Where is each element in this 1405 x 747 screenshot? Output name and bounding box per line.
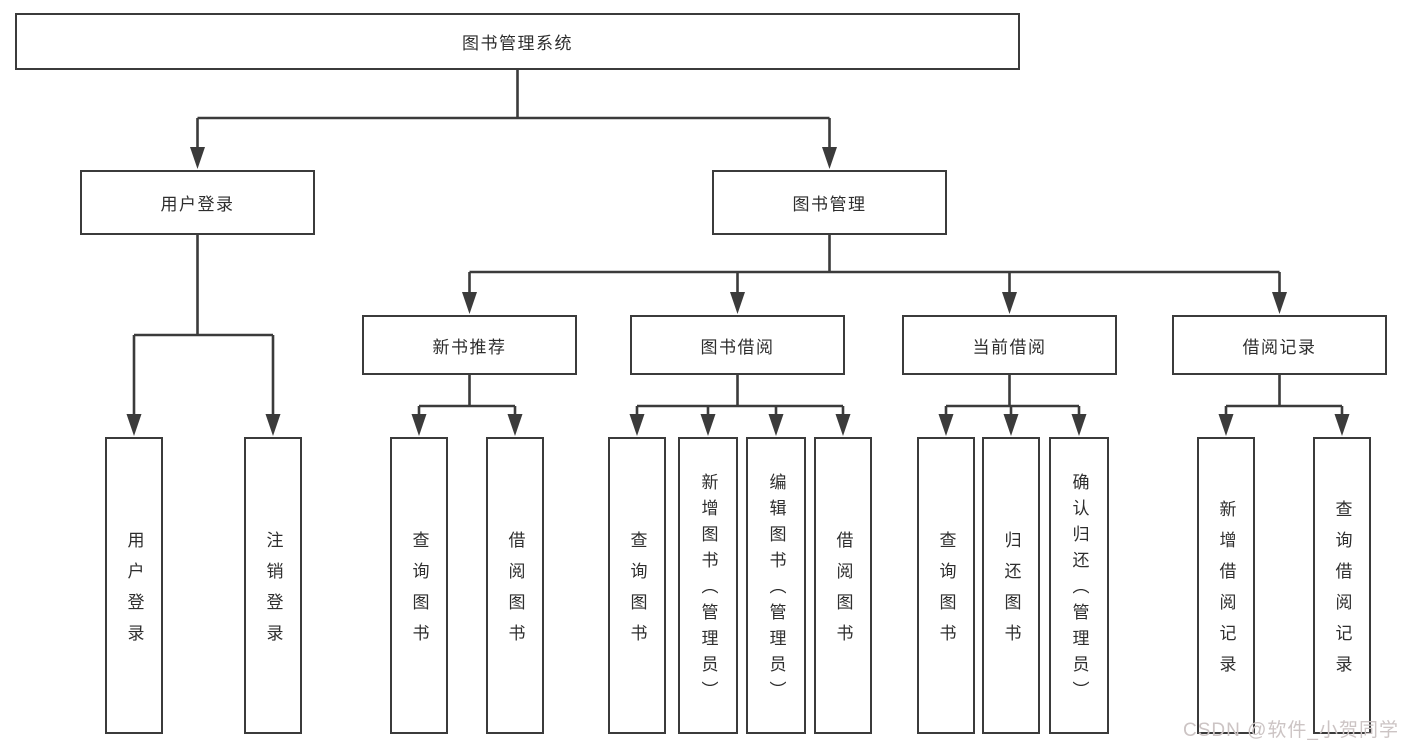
leaf-query-books-borrow: 查询图书 xyxy=(608,437,666,734)
leaf-query-books-newbook: 查询图书 xyxy=(390,437,448,734)
node-current-borrowing-label: 当前借阅 xyxy=(972,337,1047,357)
leaf-user-login: 用户登录 xyxy=(105,437,163,734)
connector-new-book-branch xyxy=(411,375,523,436)
leaf-edit-book-admin: 编辑图书（管理员） xyxy=(746,437,806,734)
node-book-borrowing: 图书借阅 xyxy=(630,315,845,375)
node-user-login: 用户登录 xyxy=(80,170,315,235)
csdn-watermark: CSDN @软件_小贺同学 xyxy=(1183,720,1399,741)
node-current-borrowing: 当前借阅 xyxy=(902,315,1117,375)
leaf-borrow-books-borrow: 借阅图书 xyxy=(814,437,872,734)
connector-book-management-branch xyxy=(462,235,1287,314)
connector-current-borrow-branch xyxy=(938,375,1087,436)
node-book-management: 图书管理 xyxy=(712,170,947,235)
node-new-book-recommendation: 新书推荐 xyxy=(362,315,577,375)
node-library-system-label: 图书管理系统 xyxy=(462,34,573,53)
leaf-add-borrow-record: 新增借阅记录 xyxy=(1197,437,1255,734)
node-book-management-label: 图书管理 xyxy=(792,195,867,214)
leaf-query-books-current: 查询图书 xyxy=(917,437,975,734)
leaf-logout: 注销登录 xyxy=(244,437,302,734)
connector-user-login-branch xyxy=(126,235,281,436)
node-new-book-recommendation-label: 新书推荐 xyxy=(432,337,507,357)
node-library-system: 图书管理系统 xyxy=(15,13,1020,70)
node-book-borrowing-label: 图书借阅 xyxy=(700,337,775,357)
connector-borrow-records-branch xyxy=(1218,375,1350,436)
leaf-add-book-admin: 新增图书（管理员） xyxy=(678,437,738,734)
leaf-return-books: 归还图书 xyxy=(982,437,1040,734)
node-borrowing-records: 借阅记录 xyxy=(1172,315,1387,375)
leaf-borrow-books-newbook: 借阅图书 xyxy=(486,437,544,734)
node-user-login-label: 用户登录 xyxy=(160,195,235,214)
connector-book-borrow-branch xyxy=(629,375,851,436)
leaf-confirm-return-admin: 确认归还（管理员） xyxy=(1049,437,1109,734)
leaf-query-borrow-record: 查询借阅记录 xyxy=(1313,437,1371,734)
connector-root-to-level2 xyxy=(190,70,837,169)
node-borrowing-records-label: 借阅记录 xyxy=(1242,337,1317,357)
